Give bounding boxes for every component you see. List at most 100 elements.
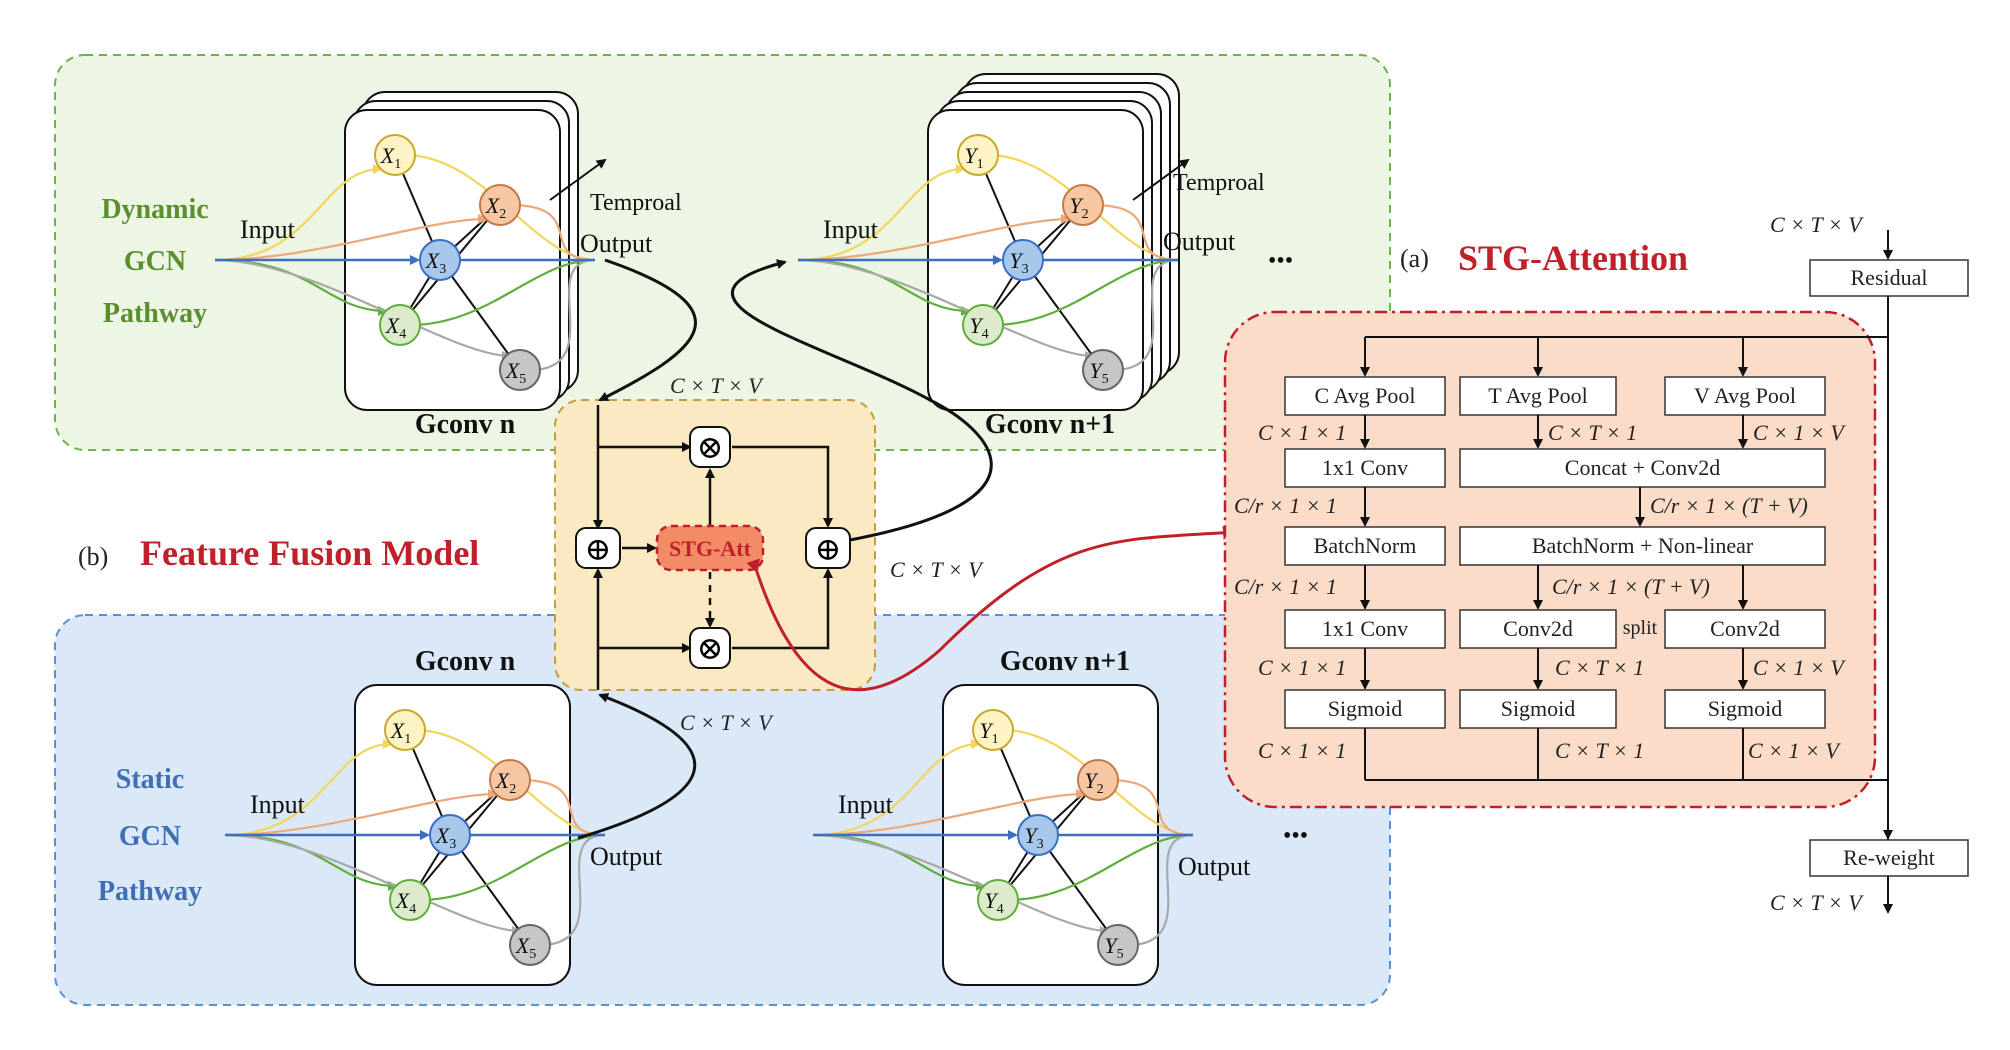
- dim-label: C × T × 1: [1555, 655, 1644, 680]
- input-edge: [812, 833, 1110, 936]
- node-y3: Y3: [1017, 814, 1059, 856]
- oplus-right-node: ⊕: [805, 527, 851, 569]
- node-x4: X4: [379, 304, 421, 346]
- oplus-left-node: ⊕: [575, 527, 621, 569]
- input-edge: [812, 739, 981, 837]
- node-y1: Y1: [972, 709, 1014, 751]
- static-pathway-title: Static GCN Pathway: [98, 764, 202, 907]
- node-y4: Y4: [977, 879, 1019, 921]
- gconv-label: Gconv n: [415, 409, 516, 440]
- dim-label: C/r × 1 × 1: [1234, 493, 1337, 518]
- v-avg-pool-box-label: V Avg Pool: [1694, 383, 1796, 408]
- output-label: Output: [1178, 852, 1251, 881]
- input-edge: [797, 258, 1095, 361]
- input-edge: [797, 164, 966, 262]
- dim-fusion-right: C × T × V: [890, 557, 984, 582]
- fusion-tag: (b): [78, 542, 108, 571]
- node-y2: Y2: [1077, 759, 1119, 801]
- dynamic-title-line2: GCN: [124, 246, 186, 277]
- batchnorm-nonlinear-box: BatchNorm + Non-linear: [1459, 526, 1826, 566]
- dim-label: C × T × V: [1770, 890, 1864, 915]
- output-edge: [1007, 833, 1194, 902]
- concat-conv2d-box: Concat + Conv2d: [1459, 448, 1826, 488]
- dim-label: C × T × 1: [1555, 738, 1644, 763]
- reweight-box-label: Re-weight: [1843, 845, 1935, 870]
- node-y2: Y2: [1062, 184, 1104, 226]
- fusion-connections: [593, 405, 833, 690]
- temporal-label: Temproal: [1173, 170, 1265, 196]
- dim-label: C × 1 × 1: [1258, 655, 1346, 680]
- temporal-arrow: [549, 158, 607, 201]
- node-x3: X3: [429, 814, 471, 856]
- conv1x1-box: 1x1 Conv: [1284, 448, 1446, 488]
- static-title-line2: GCN: [119, 821, 181, 852]
- node-y1: Y1: [957, 134, 999, 176]
- conv1x1-second-box: 1x1 Conv: [1284, 609, 1446, 649]
- node-x3: X3: [419, 239, 461, 281]
- otimes-bottom-symbol: ⊗: [697, 630, 724, 666]
- dim-label: C/r × 1 × (T + V): [1650, 493, 1808, 518]
- ellipsis: •••: [1268, 248, 1293, 274]
- output-edge: [1107, 778, 1194, 837]
- residual-box: Residual: [1809, 259, 1969, 297]
- input-edge: [224, 789, 498, 837]
- fusion-title: Feature Fusion Model: [140, 533, 479, 573]
- pathway-curves: [577, 258, 993, 840]
- node-y5: Y5: [1082, 349, 1124, 391]
- node-x2: X2: [479, 184, 521, 226]
- dim-label: C/r × 1 × (T + V): [1552, 574, 1710, 599]
- concat-conv2d-box-label: Concat + Conv2d: [1565, 455, 1720, 480]
- input-edge: [797, 214, 1071, 262]
- dim-label: C × 1 × V: [1748, 738, 1841, 763]
- dim-label: C × 1 × 1: [1258, 420, 1346, 445]
- input-edge: [214, 164, 383, 262]
- reweight-box: Re-weight: [1809, 839, 1969, 877]
- output-label: Output: [1163, 227, 1236, 256]
- input-label: Input: [250, 790, 306, 819]
- node-y5: Y5: [1097, 924, 1139, 966]
- conv2d-v-box-label: Conv2d: [1710, 616, 1780, 641]
- split-label: split: [1623, 617, 1658, 639]
- sigmoid-v-box-label: Sigmoid: [1708, 696, 1783, 721]
- output-label: Output: [580, 229, 653, 258]
- static-title-line3: Pathway: [98, 876, 202, 907]
- conv2d-t-box: Conv2d: [1459, 609, 1617, 649]
- output-edge: [529, 258, 596, 372]
- gconv-label: Gconv n: [415, 646, 516, 677]
- sigmoid-t-box: Sigmoid: [1459, 689, 1617, 729]
- otimes-top-node: ⊗: [689, 426, 731, 468]
- dim-label: C × T × V: [1770, 212, 1864, 237]
- oplus-left-symbol: ⊕: [585, 531, 612, 567]
- c-avg-pool-box: C Avg Pool: [1284, 376, 1446, 416]
- output-edge: [992, 258, 1179, 327]
- output-edge: [1092, 203, 1179, 262]
- sigmoid-v-box: Sigmoid: [1664, 689, 1826, 729]
- input-edge: [224, 833, 522, 936]
- dim-label: C × 1 × V: [1753, 420, 1846, 445]
- static-title-line1: Static: [116, 764, 184, 795]
- sigmoid-c-box-label: Sigmoid: [1328, 696, 1403, 721]
- node-x4: X4: [389, 879, 431, 921]
- conv2d-v-box: Conv2d: [1664, 609, 1826, 649]
- output-edge: [1112, 258, 1179, 372]
- output-edge: [509, 203, 596, 262]
- v-avg-pool-box: V Avg Pool: [1664, 376, 1826, 416]
- input-edge: [812, 789, 1086, 837]
- dynamic-title-line1: Dynamic: [101, 194, 208, 225]
- dim-label: C × T × 1: [1548, 420, 1637, 445]
- sigmoid-c-box: Sigmoid: [1284, 689, 1446, 729]
- attention-title: STG-Attention: [1458, 238, 1688, 278]
- dynamic-pathway-title: Dynamic GCN Pathway: [101, 194, 208, 329]
- oplus-right-symbol: ⊕: [815, 531, 842, 567]
- conv1x1-second-box-label: 1x1 Conv: [1322, 616, 1408, 641]
- otimes-top-symbol: ⊗: [697, 429, 724, 465]
- t-avg-pool-box-label: T Avg Pool: [1488, 383, 1587, 408]
- input-label: Input: [823, 215, 879, 244]
- node-x2: X2: [489, 759, 531, 801]
- stg-att-label: STG-Att: [669, 536, 752, 561]
- input-edge: [214, 258, 512, 361]
